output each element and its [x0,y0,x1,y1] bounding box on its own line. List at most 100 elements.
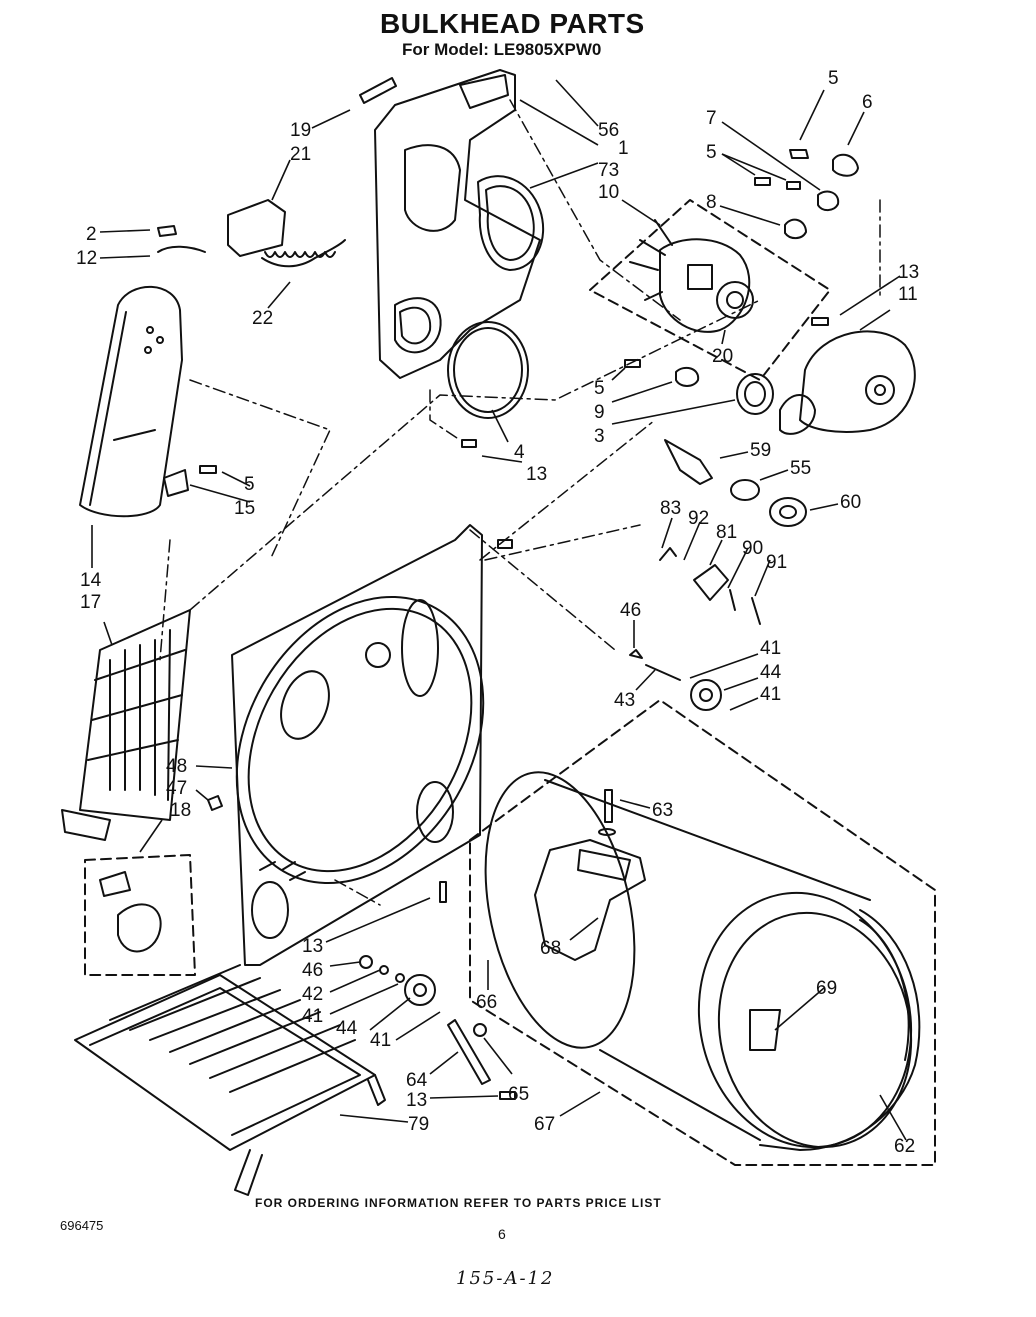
callout: 67 [534,1114,555,1135]
handwritten-reference: 155-A-12 [456,1268,555,1289]
callout: 91 [766,552,787,573]
screw-5d [624,359,641,368]
page-title: BULKHEAD PARTS [380,8,645,39]
drum-assembly [484,771,921,1151]
callout: 21 [290,144,311,165]
callout: 14 [80,570,102,591]
callout: 13 [302,936,323,957]
callout: 4 [514,442,525,463]
clamp-9 [675,366,700,387]
screw-13a [811,317,829,326]
clip-90 [729,589,736,611]
callout: 13 [406,1090,427,1111]
seal-73-inner [485,185,535,261]
blower-housing-11 [779,330,916,435]
callout: 90 [742,538,763,559]
callout: 9 [594,402,605,423]
callout: 17 [80,592,101,613]
callout: 44 [760,662,782,683]
callout: 13 [526,464,547,485]
callout: 6 [862,92,873,113]
heater-duct [79,285,189,518]
clip-12 [157,245,206,253]
callout: 68 [540,938,561,959]
callout: 10 [598,182,619,203]
bulkhead-duct [374,69,541,379]
screw-2 [157,225,177,237]
pad-81 [693,564,729,601]
part-19 [359,77,397,104]
callout: 13 [898,262,919,283]
callout: 41 [760,638,781,659]
callout: 66 [476,992,497,1013]
leader-arrows [91,79,907,1141]
seal-73 [477,175,545,271]
clip-83 [659,547,677,561]
heater-element [61,609,191,841]
callout: 64 [406,1070,428,1091]
callout: 5 [244,474,255,495]
kit-18-box [84,854,196,976]
callout: 92 [688,508,709,529]
clamp-6 [832,153,859,177]
front-bulkhead-panel [231,524,485,966]
ordering-info-note: FOR ORDERING INFORMATION REFER TO PARTS … [255,1196,662,1210]
callout: 41 [760,684,781,705]
callout: 69 [816,978,837,999]
clip-8 [784,218,807,240]
callout: 56 [598,120,619,141]
bearing-3 [736,373,774,415]
callout-labels: 5 6 7 5 19 21 56 1 73 10 8 2 12 13 11 22… [76,68,919,1157]
drum-dashed-frame [469,699,936,1166]
part-21 [227,199,286,257]
callout: 46 [302,960,323,981]
callout: 65 [508,1084,529,1105]
callout: 5 [828,68,839,89]
thermal-fuse-59 [664,439,713,485]
callout: 79 [408,1114,429,1135]
screw-5a [789,149,809,159]
callout: 1 [618,138,629,159]
page-number: 6 [498,1226,506,1242]
callout: 3 [594,426,605,447]
callout: 44 [336,1018,358,1039]
callout: 5 [594,378,605,399]
bracket-64 [447,1019,491,1085]
callout: 59 [750,440,771,461]
callout: 55 [790,458,811,479]
callout: 8 [706,192,717,213]
callout: 63 [652,800,673,821]
model-subtitle: For Model: LE9805XPW0 [402,40,602,59]
callout: 60 [840,492,861,513]
callout: 18 [170,800,191,821]
callout: 46 [620,600,641,621]
callout: 15 [234,498,255,519]
callout: 42 [302,984,323,1005]
callout: 47 [166,778,187,799]
callout: 41 [370,1030,391,1051]
document-number: 696475 [60,1218,104,1233]
callout: 83 [660,498,681,519]
blower-dashed-box [589,199,831,381]
assembly-leader-lines [159,99,881,906]
callout: 5 [706,142,717,163]
bushing-7 [817,190,840,212]
blower-wheel [629,219,754,333]
callout: 19 [290,120,311,141]
cord-22 [261,239,346,268]
callout: 11 [898,284,918,305]
screw-5c [786,181,801,190]
callout: 81 [716,522,737,543]
clip-91 [751,597,761,625]
callout: 20 [712,346,733,367]
callout: 43 [614,690,635,711]
roller-44-lower [404,974,436,1006]
lamp-55 [730,479,760,501]
roller-44-upper [690,679,722,711]
callout: 12 [76,248,97,269]
callout: 48 [166,756,187,777]
screw-5b [754,177,771,186]
callout: 7 [706,108,717,129]
toe-panel-base-79 [74,964,386,1196]
